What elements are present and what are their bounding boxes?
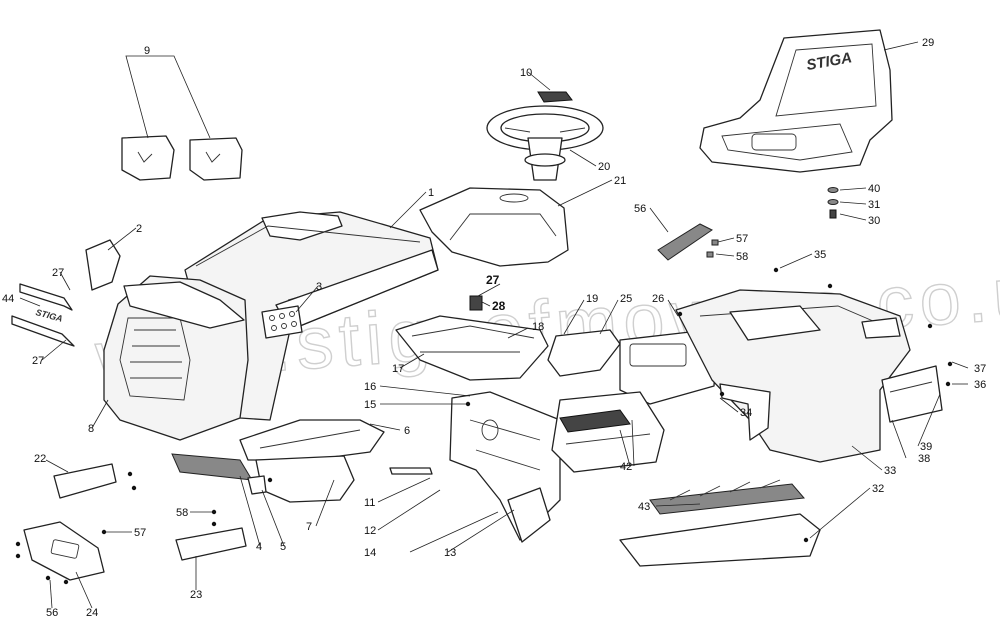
fuel-tank [547, 329, 717, 405]
callout-57a: 57 [134, 527, 146, 539]
callout-10: 10 [520, 67, 532, 79]
rear-fender [675, 289, 911, 463]
callout-30: 29 [922, 37, 934, 49]
callout-14: 14 [364, 547, 376, 559]
seat: STIGA [699, 29, 893, 173]
underbody-panel [239, 419, 385, 461]
fixings [15, 267, 953, 585]
leader-lines [19, 41, 969, 609]
callout-13: 13 [444, 547, 456, 559]
lower-rail-2 [247, 475, 267, 495]
callout-26: 26 [652, 293, 664, 305]
callout-33: 32 [872, 483, 884, 495]
callout-32: 31 [868, 199, 880, 211]
callout-6: 6 [404, 425, 410, 437]
callout-7: 7 [306, 521, 312, 533]
callout-57b: 57 [736, 233, 748, 245]
decal-strip [19, 283, 73, 311]
callout-5: 5 [280, 541, 286, 553]
callout-27a: 27 [52, 267, 64, 279]
callout-56b: 56 [634, 203, 646, 215]
callout-29: 28 [492, 299, 506, 313]
front-bracket [85, 239, 121, 291]
seat-fixings [827, 187, 839, 219]
callout-40: 39 [920, 441, 932, 453]
callout-36: 35 [814, 249, 826, 261]
small-screw [711, 239, 719, 246]
console-housing [395, 315, 549, 381]
callout-58a: 58 [176, 507, 188, 519]
callout-39: 38 [918, 453, 930, 465]
step-plate [619, 479, 821, 567]
callout-38: 37 [974, 363, 986, 375]
callout-11: 11 [364, 497, 375, 509]
decal-strip [11, 315, 75, 347]
ignition-switch [469, 295, 483, 311]
callout-43: 43 [638, 501, 650, 513]
decal-logo: STIGA [35, 307, 64, 324]
callout-42: 42 [620, 461, 632, 473]
callout-24: 24 [86, 607, 98, 619]
callout-16: 16 [364, 381, 376, 393]
dashboard-cover [419, 187, 569, 267]
callout-17: 17 [392, 363, 404, 375]
callout-22: 22 [34, 453, 46, 465]
callout-31: 30 [868, 215, 880, 227]
bonnet [184, 211, 439, 421]
side-panel-set [121, 135, 243, 181]
callout-44: 44 [2, 293, 14, 305]
side-skirt [881, 365, 943, 423]
callout-19: 19 [586, 293, 598, 305]
callout-4: 4 [256, 541, 262, 553]
pedal-rod [389, 467, 433, 475]
callout-28: 27 [486, 273, 500, 287]
callout-34: 33 [884, 465, 896, 477]
callout-9: 9 [144, 45, 150, 57]
callout-8: 8 [88, 423, 94, 435]
callout-37: 36 [974, 379, 986, 391]
callout-27b: 27 [32, 355, 44, 367]
bracket-22 [53, 463, 117, 499]
headlight-grille [261, 305, 303, 339]
small-screw [706, 251, 714, 258]
steering-wheel [486, 91, 604, 181]
callout-18: 18 [532, 321, 544, 333]
callout-35: 34 [740, 407, 752, 419]
bracket-24 [23, 521, 105, 581]
callout-41: 40 [868, 183, 880, 195]
front-hood [103, 275, 249, 441]
callout-12: 12 [364, 525, 376, 537]
callout-23: 23 [190, 589, 202, 601]
callout-labels: 9 10 20 21 29 40 31 30 1 2 27 44 27 3 8 … [2, 37, 986, 619]
callout-58b: 58 [736, 251, 748, 263]
bracket-23 [175, 527, 247, 561]
callout-20: 20 [598, 161, 610, 173]
callout-25: 25 [620, 293, 632, 305]
callout-21: 21 [614, 175, 626, 187]
callout-2: 2 [136, 223, 142, 235]
callout-56a: 56 [46, 607, 58, 619]
dash-panel [449, 391, 561, 543]
callout-3: 3 [316, 281, 322, 293]
handle-cover [657, 223, 713, 261]
footplate [551, 391, 665, 473]
callout-15: 15 [364, 399, 376, 411]
callout-1: 1 [428, 187, 434, 199]
fender-bracket [719, 383, 771, 441]
